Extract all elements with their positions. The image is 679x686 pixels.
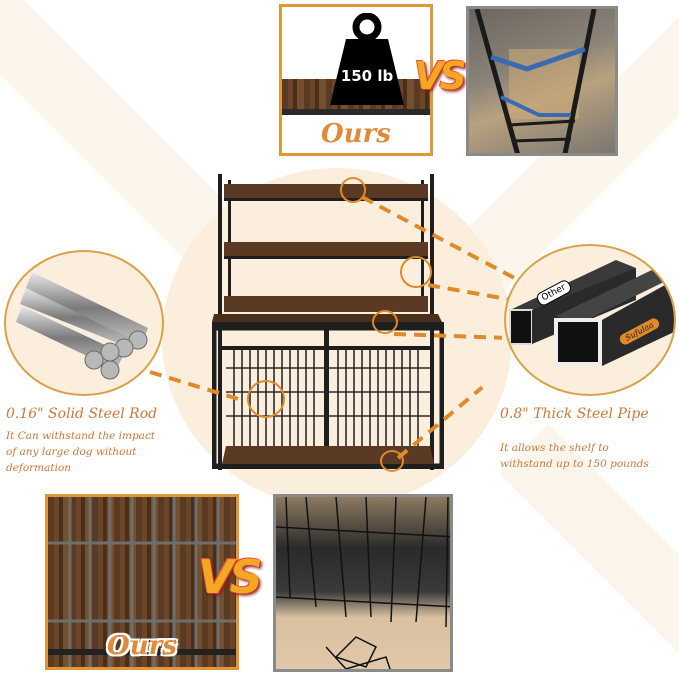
highlight-ring-post bbox=[400, 256, 432, 288]
steel-rod-zoom-circle bbox=[4, 250, 164, 396]
weight-label: 150 lb bbox=[340, 67, 394, 85]
shelf-edge bbox=[282, 109, 430, 115]
bottom-ours-panel: Ours bbox=[45, 494, 239, 670]
left-feature-title: 0.16" Solid Steel Rod bbox=[6, 406, 158, 422]
top-other-panel bbox=[466, 6, 618, 156]
top-ours-caption: Ours bbox=[321, 119, 391, 149]
left-desc-line-2: of any large dog without bbox=[6, 446, 137, 458]
top-vs-badge: VS bbox=[414, 54, 467, 98]
bottom-ours-caption: Ours bbox=[107, 631, 177, 661]
highlight-ring-floor bbox=[380, 450, 404, 472]
bottom-vs-badge: VS bbox=[198, 550, 263, 604]
right-desc-line-2: withstand up to 150 pounds bbox=[500, 458, 649, 470]
highlight-ring-top-shelf bbox=[340, 177, 366, 203]
bent-frame-illustration bbox=[474, 9, 597, 153]
right-feature-description: It allows the shelf to withstand up to 1… bbox=[500, 440, 675, 472]
top-ours-panel: 150 lb Ours bbox=[279, 4, 433, 156]
steel-rods-illustration bbox=[16, 272, 148, 380]
highlight-ring-counter bbox=[372, 310, 398, 334]
collapsed-crate-illustration bbox=[276, 497, 450, 669]
center-product-image bbox=[211, 170, 445, 475]
highlight-ring-bars bbox=[247, 380, 285, 418]
weight-icon bbox=[324, 12, 410, 109]
steel-pipe-zoom-circle: Other Sufulaa bbox=[504, 244, 676, 396]
wire-grid-illustration bbox=[48, 497, 236, 667]
right-feature-title: 0.8" Thick Steel Pipe bbox=[500, 406, 649, 422]
bottom-other-panel bbox=[273, 494, 453, 672]
left-desc-line-1: It Can withstand the impact bbox=[6, 430, 156, 442]
right-desc-line-1: It allows the shelf to bbox=[500, 442, 609, 454]
left-desc-line-3: deformation bbox=[6, 462, 72, 474]
left-feature-description: It Can withstand the impact of any large… bbox=[6, 428, 176, 476]
